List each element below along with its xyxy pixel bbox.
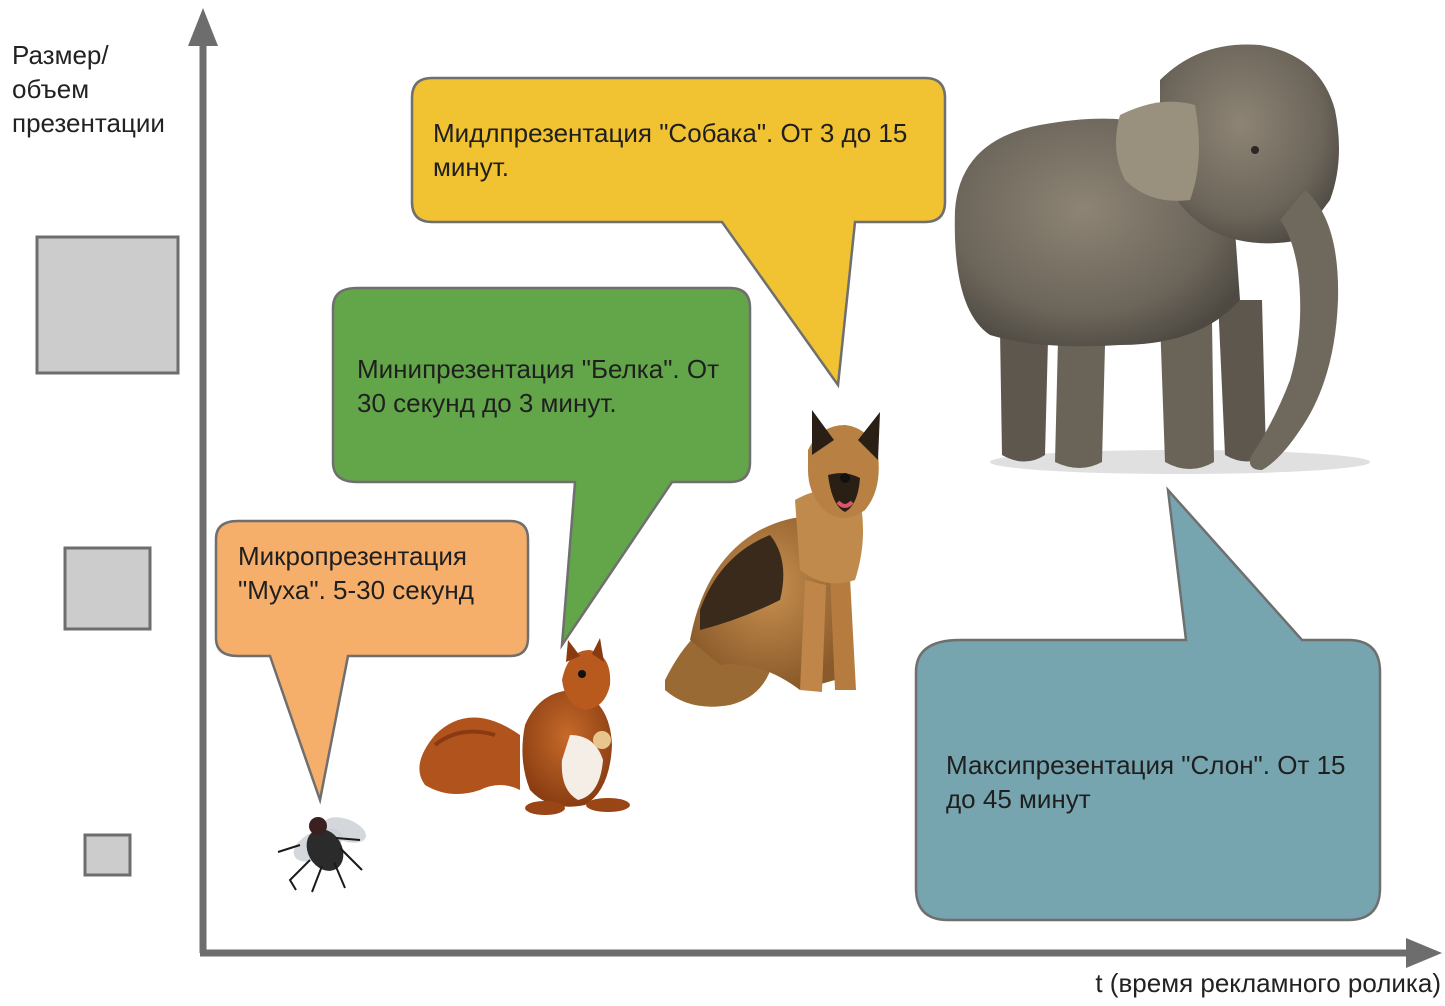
size-square-large (37, 237, 178, 373)
x-axis-arrow-icon (1406, 938, 1442, 968)
bubble-maxi-text: Максипрезентация "Слон". От 15 до 45 мин… (946, 748, 1366, 816)
size-square-small (85, 835, 130, 875)
elephant-icon (955, 44, 1370, 474)
bubble-micro-text: Микропрезентация "Муха". 5-30 секунд (238, 539, 528, 607)
squirrel-icon (419, 638, 630, 815)
size-square-medium (65, 548, 150, 629)
fly-icon (278, 812, 369, 892)
bubble-mini-text: Минипрезентация "Белка". От 30 секунд до… (357, 352, 737, 420)
size-scale (37, 237, 178, 875)
y-axis-label: Размер/ объем презентации (12, 38, 202, 140)
x-axis-label: t (время рекламного ролика) (1095, 966, 1441, 1000)
bubble-maxi (916, 490, 1380, 920)
bubble-mid-text: Мидлпрезентация "Собака". От 3 до 15 мин… (433, 116, 913, 184)
